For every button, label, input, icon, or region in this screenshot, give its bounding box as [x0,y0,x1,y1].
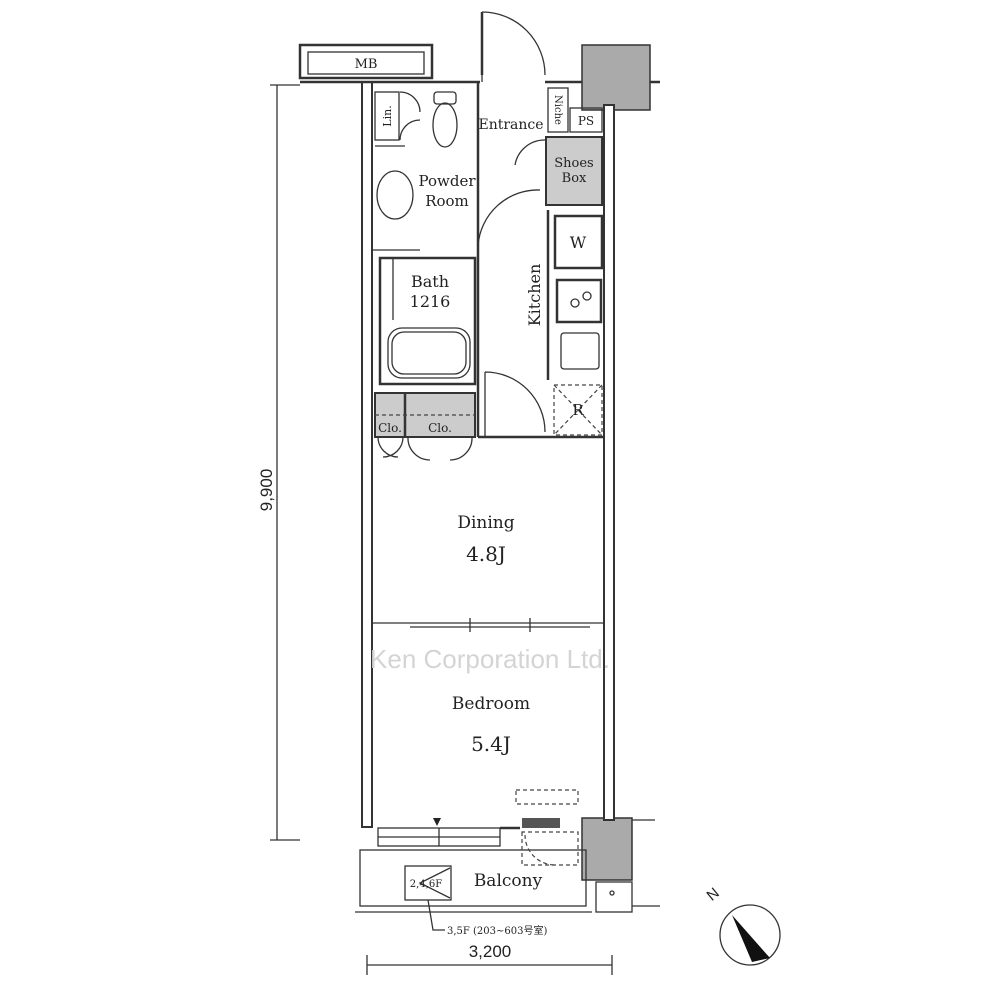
closet-label: Clo. [428,421,452,435]
refrigerator-space: R [553,384,603,436]
balcony-window [377,818,560,847]
shoes-box-label: Shoes [554,156,593,171]
structural-column [581,44,651,111]
closet-label: Clo. [378,421,402,435]
refrigerator-label: R [572,401,584,419]
compass-arrow-icon [732,915,770,962]
washer-label: W [570,233,587,252]
washing-machine: W [553,214,604,270]
dining-size: 4.8J [466,542,506,566]
powder-room-label: Powder [418,172,476,190]
bedroom-label: Bedroom [452,694,530,714]
kitchen-label: Kitchen [525,264,544,327]
structural-column [581,817,633,881]
bath-size-label: 1216 [410,292,451,311]
door-swing [399,91,421,113]
entrance-label: Entrance [478,117,543,133]
pipe-space: PS [569,107,603,133]
powder-room: Powder Room [376,170,476,220]
sliding-partition [372,618,604,632]
balcony-floor-note: 2,4,6F [410,879,442,890]
meter-box: MB [298,43,434,80]
toilet-tank [433,91,457,105]
width-dimension: 3,200 [366,942,613,975]
linen-cupboard [374,91,400,141]
door-swing [399,119,421,141]
washbasin-icon [376,170,414,220]
dining-label: Dining [457,513,514,533]
aircon-icon [515,789,579,805]
leader-line [427,899,445,931]
bathroom: Bath 1216 [378,256,477,386]
north-compass: N [703,885,781,966]
width-dimension-label: 3,200 [469,942,512,961]
toilet-area: Lin. [374,91,458,148]
toilet-icon [432,102,458,148]
balcony-label: Balcony [474,871,543,891]
shoes-box-label: Box [562,171,587,186]
balcony-alt-note: 3,5F (203~603号室) [447,924,547,937]
linen-label: Lin. [381,105,394,126]
kitchen-door-swing [484,371,546,437]
watermark: Ken Corporation Ltd. [370,644,610,674]
powder-room-label: Room [425,192,469,210]
compass-north-label: N [703,885,722,905]
closet-door-swing [377,436,404,458]
niche: Niche [547,87,569,133]
door-swing [477,189,541,247]
pipe-space-label: PS [578,114,594,128]
niche-label: Niche [552,95,563,125]
closets: Clo. Clo. [374,392,476,461]
entry-arrow-icon [433,818,441,826]
meter-box-label: MB [355,57,378,72]
bathtub-icon [387,327,471,379]
entrance-door [480,11,546,82]
bath-label: Bath [411,272,449,291]
balcony: 2,4,6F Balcony 3,5F (203~603号室) [355,819,660,937]
height-dimension-label: 9,900 [257,469,276,512]
outer-walls [361,80,660,828]
closet-door-swing [407,436,473,461]
height-dimension: 9,900 [257,84,300,841]
bathtub-inner [391,331,467,375]
shoes-box: Shoes Box [545,136,603,206]
stove-icon [555,278,603,324]
sink-icon [560,332,600,370]
bedroom-size: 5.4J [471,732,511,756]
door-swing [514,139,546,166]
